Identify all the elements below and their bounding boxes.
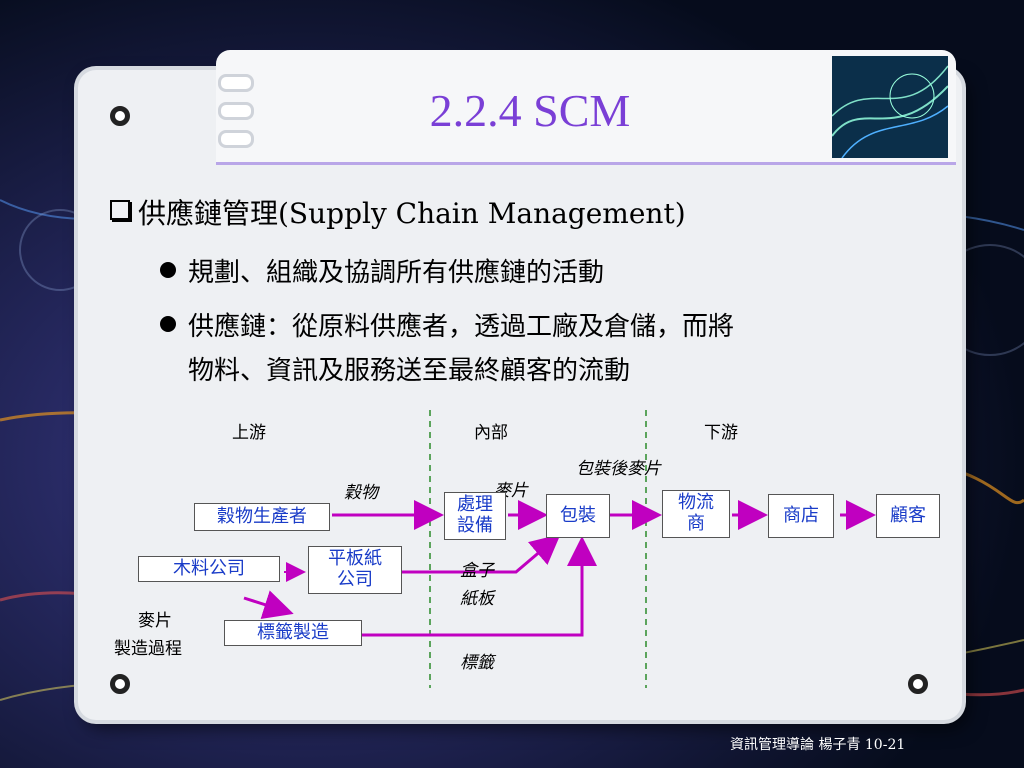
flow-label-label: 標籤	[460, 653, 494, 673]
binder-ring	[218, 74, 254, 92]
decorative-image	[832, 56, 948, 158]
arrow-cardboard-packaging	[400, 534, 561, 574]
binder-ring	[218, 102, 254, 120]
flow-label-box: 盒子	[460, 561, 494, 581]
slide-card	[78, 70, 962, 720]
zone-downstream: 下游	[704, 423, 738, 443]
box-lumber-company: 木料公司	[138, 556, 280, 582]
round-bullet-icon	[160, 262, 176, 278]
box-cardboard-company: 平板紙 公司	[308, 546, 402, 594]
box-logistics-line-1: 物流	[678, 492, 714, 514]
box-processing-line-1: 處理	[457, 494, 493, 516]
side-note-line-2: 製造過程	[114, 639, 182, 659]
box-logistics-line-2: 商	[687, 513, 705, 534]
binder-hole	[110, 674, 130, 694]
box-customer: 顧客	[876, 494, 940, 538]
box-cardboard-company-line-2: 公司	[337, 569, 373, 590]
binder-hole	[110, 106, 130, 126]
binder-hole	[908, 674, 928, 694]
box-cardboard-company-line-1: 平板紙	[328, 548, 382, 570]
square-bullet-icon	[110, 200, 130, 220]
flow-label-packaged-cereal: 包裝後麥片	[576, 459, 661, 479]
round-bullet-icon	[160, 316, 176, 332]
bullet-sub-2-line-1: 供應鏈：從原料供應者，透過工廠及倉儲，而將	[188, 312, 735, 342]
binder-ring	[218, 130, 254, 148]
side-note-line-1: 麥片	[138, 611, 172, 631]
zone-internal: 內部	[474, 423, 508, 443]
box-label-maker: 標籤製造	[224, 620, 362, 646]
box-logistics: 物流 商	[662, 490, 730, 538]
box-store: 商店	[768, 494, 834, 538]
bullet-sub-2-line-2: 物料、資訊及服務送至最終顧客的流動	[188, 356, 631, 386]
bullet-sub-1: 規劃、組織及協調所有供應鏈的活動	[188, 258, 605, 288]
flow-label-grain: 穀物	[344, 483, 378, 503]
box-processing-line-2: 設備	[457, 515, 493, 536]
box-processing-equipment: 處理 設備	[444, 492, 506, 540]
zone-upstream: 上游	[232, 423, 266, 443]
bullet-main: 供應鏈管理(Supply Chain Management)	[138, 197, 686, 230]
footer-text: 資訊管理導論 楊子青 10-21	[730, 737, 906, 753]
box-packaging: 包裝	[546, 494, 610, 538]
slide-title: 2.2.4 SCM	[429, 85, 631, 136]
arrow-labels-packaging	[362, 536, 597, 637]
arrow-to-label-maker	[243, 590, 294, 620]
box-grain-producer: 穀物生產者	[194, 503, 330, 531]
flow-label-cardboard: 紙板	[460, 589, 494, 609]
